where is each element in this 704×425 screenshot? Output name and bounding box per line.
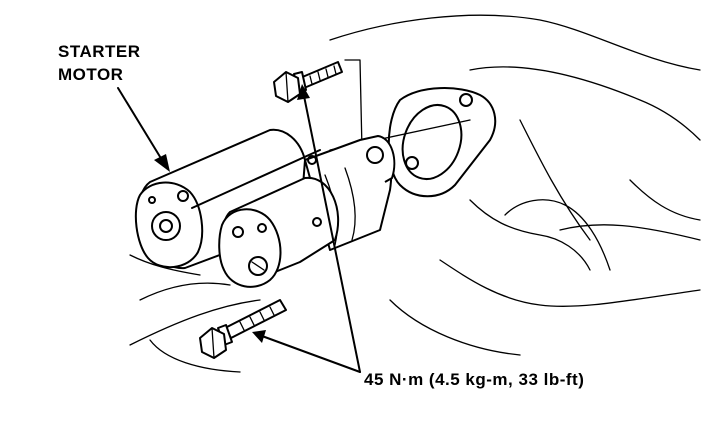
lower-bolt (199, 299, 287, 359)
starter-motor-leader (117, 87, 170, 172)
engine-block-outline (129, 14, 701, 373)
torque-leaders (252, 84, 361, 373)
starter-motor (134, 128, 396, 288)
mounting-gasket (387, 87, 497, 198)
starter-motor-label: STARTER MOTOR (58, 40, 141, 86)
starter-motor-label-line2: MOTOR (58, 65, 124, 84)
torque-spec-label: 45 N·m (4.5 kg-m, 33 lb-ft) (364, 370, 585, 389)
starter-motor-label-line1: STARTER (58, 42, 141, 61)
